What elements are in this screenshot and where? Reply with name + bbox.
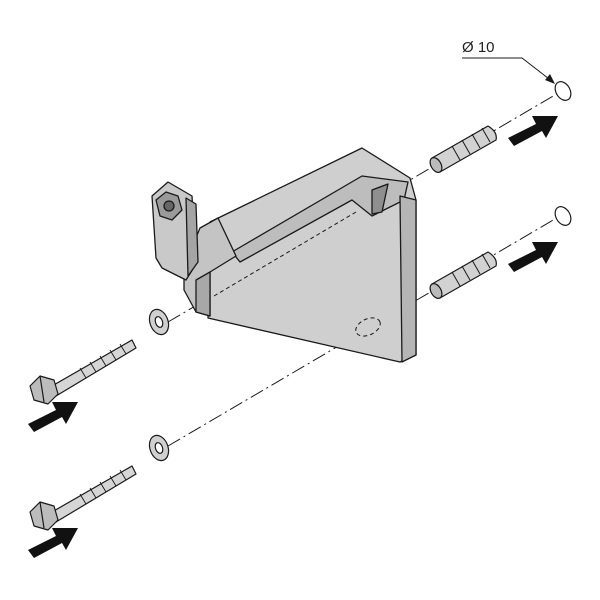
drill-holes	[554, 81, 572, 226]
washer-lower	[148, 434, 170, 462]
lag-screw-upper	[29, 339, 137, 405]
adjuster-bolt	[151, 181, 199, 281]
adjuster-side	[185, 197, 199, 277]
drill-hole-lower	[554, 206, 572, 226]
dimension-label: Ø 10	[462, 39, 495, 56]
hidden-edges	[213, 211, 381, 337]
leader-arrowhead	[545, 74, 555, 84]
wall-plug-upper	[429, 125, 497, 173]
arrow-plug-lower	[508, 242, 558, 272]
wall-plug-lower	[429, 251, 497, 299]
washers	[148, 308, 170, 462]
lag-screw-lower	[29, 465, 137, 531]
leader-line	[462, 57, 554, 83]
arrow-screw-upper	[28, 402, 78, 432]
dimension-callout: Ø 10	[462, 39, 555, 84]
bracket-slot	[371, 183, 389, 215]
arrow-plug-upper	[508, 116, 558, 146]
direction-arrows	[28, 116, 558, 558]
bracket-top-rail	[231, 175, 409, 263]
wall-plugs	[429, 125, 497, 299]
drill-hole-upper	[554, 81, 572, 101]
washer-upper	[148, 308, 170, 336]
mounting-bracket	[183, 147, 417, 363]
lag-screws	[29, 339, 137, 531]
bracket-plate-edge	[195, 271, 211, 317]
bracket-side-face	[399, 195, 417, 363]
arrow-screw-lower	[28, 528, 78, 558]
adjuster-nut-bore	[163, 200, 175, 212]
